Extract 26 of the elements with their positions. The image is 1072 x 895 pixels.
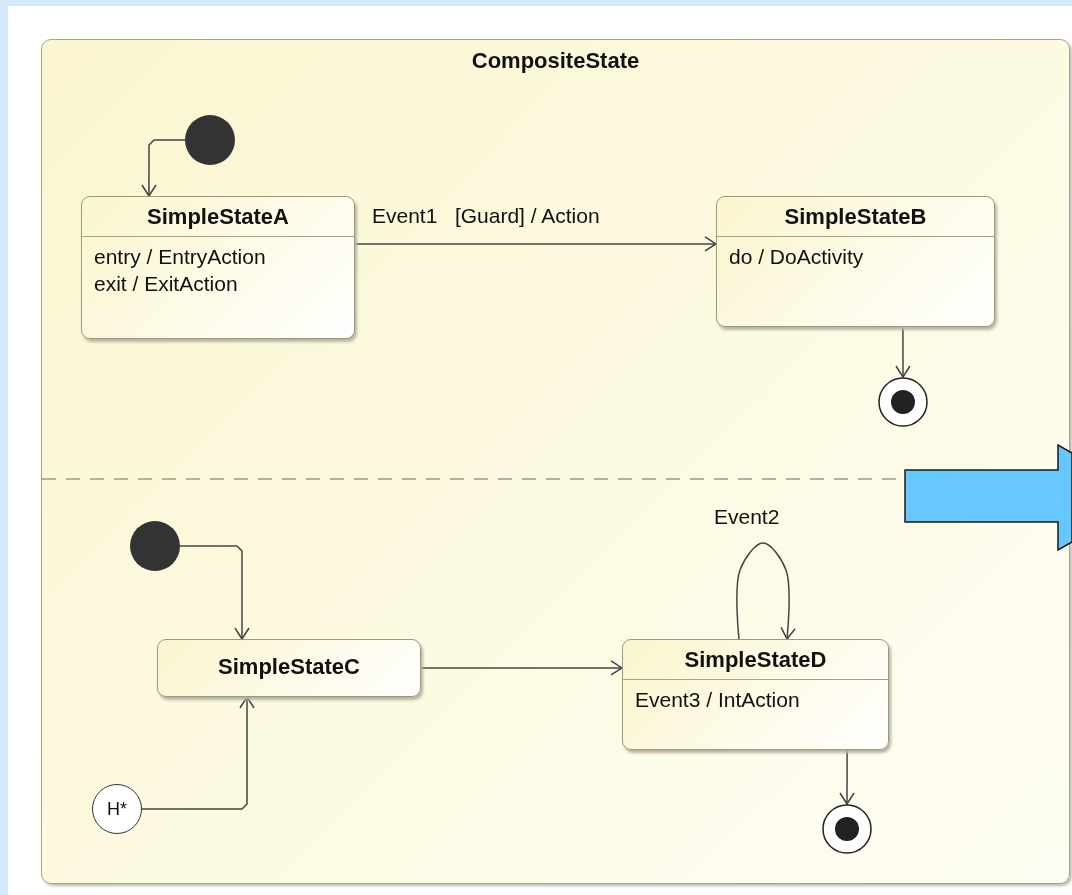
internal-activity: do / DoActivity [728, 244, 865, 269]
history-state-circle [92, 784, 142, 834]
transition-arrow [736, 542, 796, 640]
transition-label: Event2 [714, 505, 780, 529]
transition-arrow [179, 545, 250, 640]
composite-state-title: CompositeState [470, 48, 641, 74]
state-box [81, 196, 355, 339]
internal-activity: Event3 / IntAction [634, 687, 801, 712]
transition-arrow [839, 749, 855, 805]
transition-arrow [141, 139, 186, 197]
transition-arrow [895, 326, 911, 378]
state-box [157, 639, 421, 697]
state-box [716, 196, 995, 327]
history-label: H* [107, 798, 127, 820]
transition-label: Event1 [Guard] / Action [372, 204, 600, 228]
state-box [622, 639, 889, 750]
state-name: SimpleStateD [623, 640, 888, 680]
composite-state-box [41, 39, 1070, 884]
transition-arrow [354, 236, 717, 252]
state-name: SimpleStateA [82, 197, 354, 237]
state-name: SimpleStateB [717, 197, 994, 237]
state-name: SimpleStateC [217, 653, 361, 681]
transition-arrow [420, 660, 623, 676]
transition-arrow [141, 696, 255, 810]
internal-activity: exit / ExitAction [93, 271, 239, 296]
internal-activity: entry / EntryAction [93, 244, 267, 269]
